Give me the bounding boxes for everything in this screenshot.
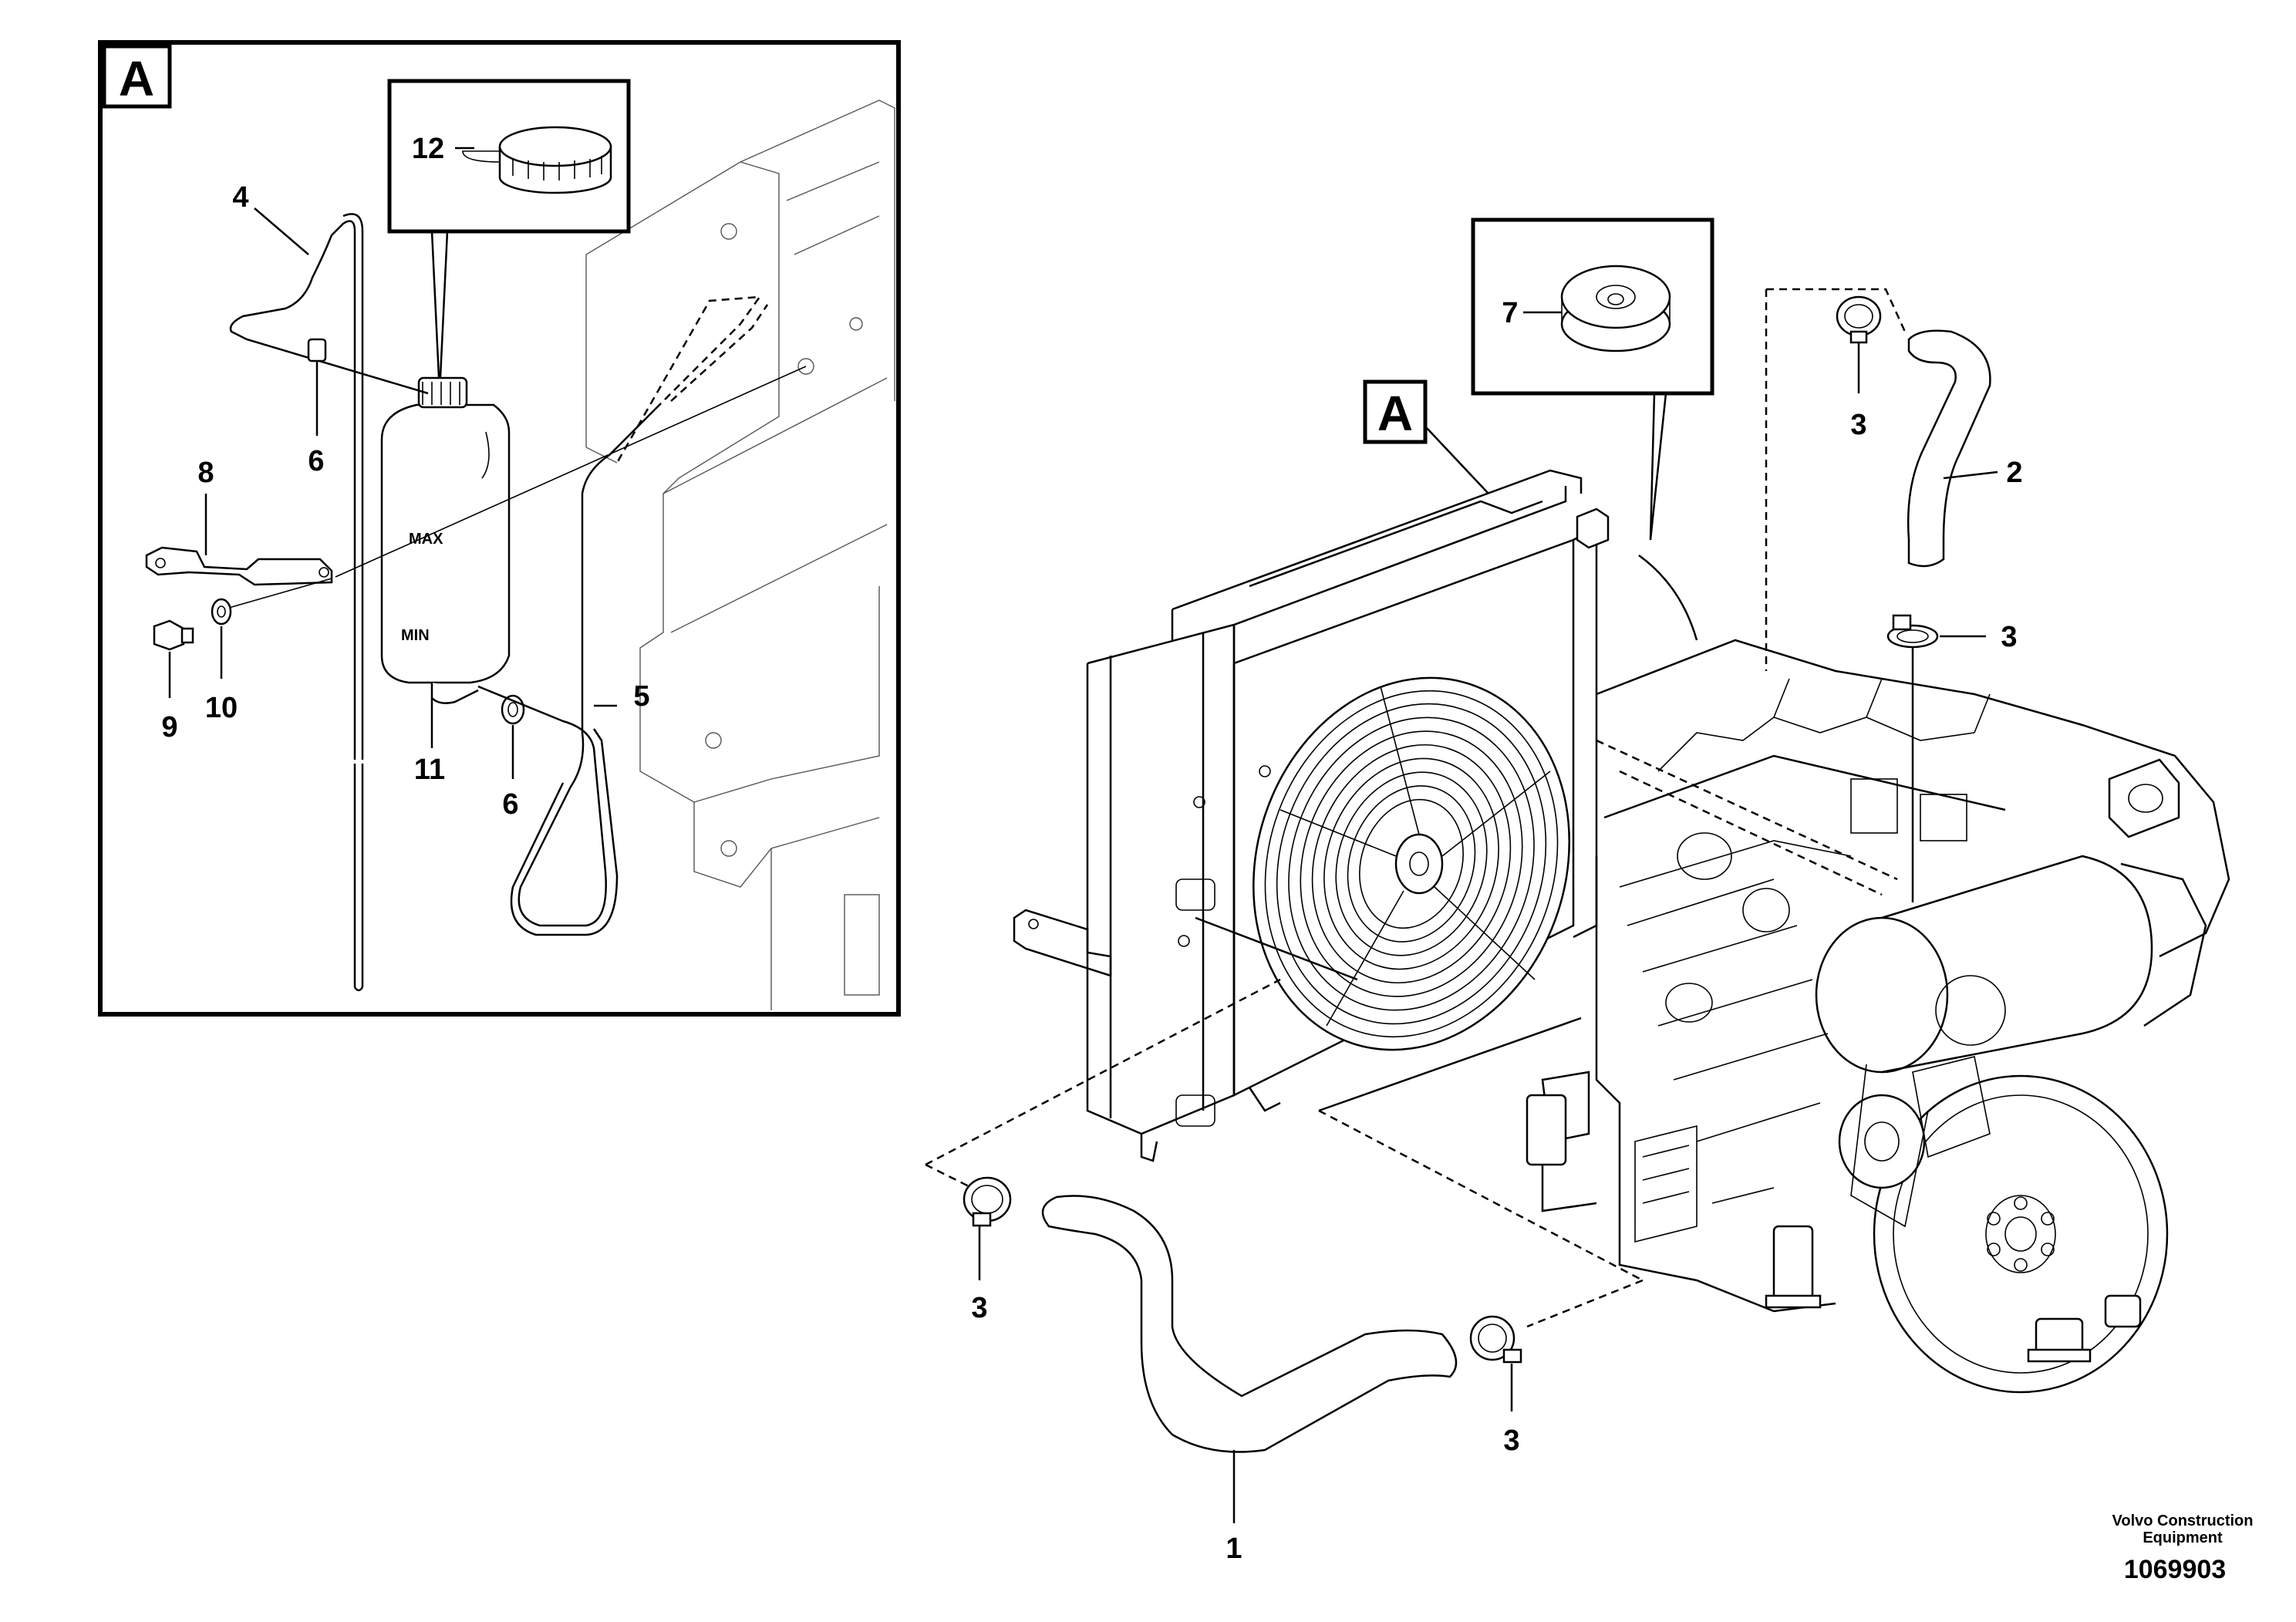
main-label-box [1363,379,1428,444]
callout-5: 5 [633,680,649,713]
callout-11: 11 [414,754,445,786]
lower-hose-1 [1041,1195,1458,1453]
callout-3-top: 3 [1850,409,1866,441]
detail-view-a: A 12 [98,40,901,1017]
upper-hose-2 [1907,329,1991,568]
clamp-3-right [1469,1315,1522,1364]
chassis-outline [585,99,895,1010]
svg-text:MAX: MAX [409,531,443,548]
callout-10: 10 [205,692,238,724]
clamp-3-top [1836,295,1882,344]
clamp-3-left [963,1176,1012,1227]
overflow-hose-4 [229,220,429,760]
callout-4: 4 [232,181,248,214]
credit-line-2: Equipment [2143,1529,2223,1546]
callout-3-left: 3 [971,1292,987,1324]
main-label: A [1377,386,1413,441]
fan-guard [1253,676,1570,1051]
callout-8: 8 [197,457,214,489]
callout-3-right: 3 [1503,1425,1519,1457]
credit-line-1: Volvo Construction [2112,1512,2254,1529]
callout-6-lower: 6 [502,788,518,821]
hose-5 [477,408,656,927]
radiator-assembly [1013,469,1698,1162]
bolt-9 [153,619,194,651]
callout-7: 7 [1502,297,1518,329]
detail-frame [98,40,901,1017]
callout-12: 12 [412,133,444,165]
dpf-canister [1815,855,2207,1074]
svg-text:MIN: MIN [401,627,430,644]
engine [1526,639,2230,1394]
document-number: 1069903 [2124,1555,2226,1584]
detail-label: A [119,51,154,106]
callout-3-mid: 3 [2001,621,2017,653]
detail-label-box [102,44,172,109]
upper-hose-routing [1766,288,1907,332]
callout-6-upper: 6 [308,445,324,477]
hose-clip-6-upper [307,338,327,436]
filler-cap-12 [462,126,612,194]
callout-2: 2 [2006,457,2022,489]
grommet-7 [1560,265,1671,352]
clamp-3-mid [1886,614,1939,649]
washer-10 [211,598,232,626]
callout-9: 9 [161,711,177,744]
callout-1: 1 [1226,1533,1242,1565]
flywheel [1873,1074,2169,1394]
bracket-8 [145,546,333,586]
expansion-tank-11: MAX MIN [380,376,511,704]
